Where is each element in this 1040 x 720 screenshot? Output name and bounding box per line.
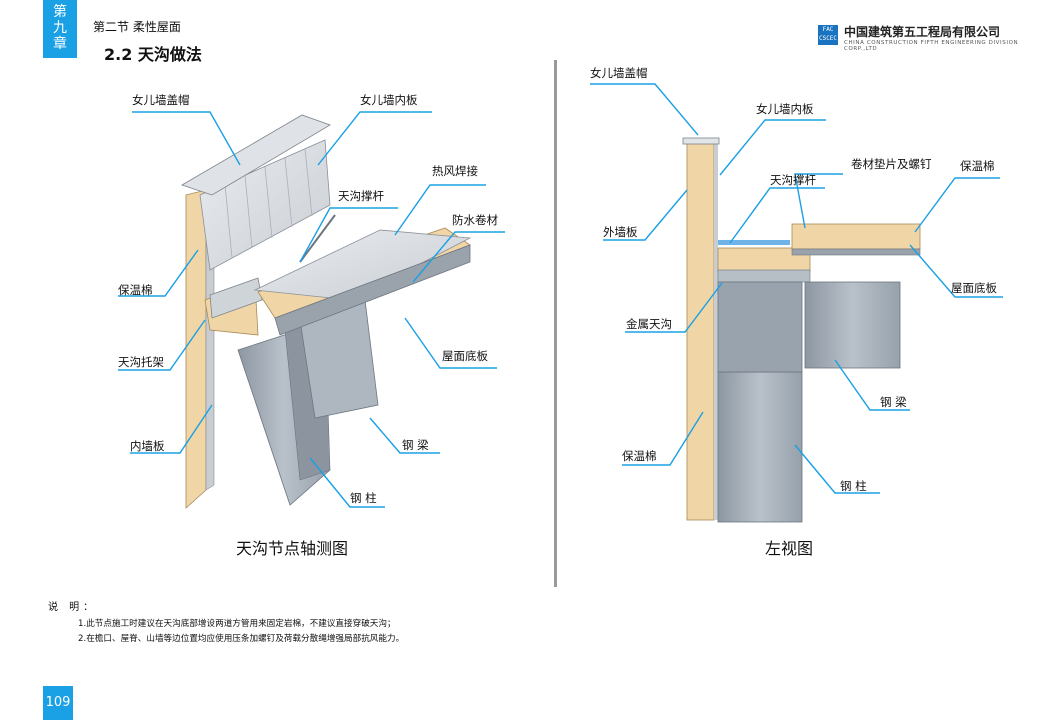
label-steel-column: 钢 柱 — [840, 479, 867, 493]
label-waterproof-membrane: 防水卷材 — [452, 213, 498, 227]
section-title: 第二节 柔性屋面 — [93, 20, 181, 34]
wall-insulation — [185, 189, 207, 509]
label-insulation: 保温棉 — [118, 283, 153, 297]
note-item: 2.在檐口、屋脊、山墙等边位置均应使用压条加螺钉及荷载分散绳增强局部抗风能力。 — [78, 634, 405, 644]
parapet-inner-panel — [199, 139, 331, 271]
label-steel-column: 钢 柱 — [350, 491, 377, 505]
label-hot-air-weld: 热风焊接 — [432, 164, 478, 178]
roof-deck — [791, 248, 921, 256]
right-figure-caption: 左视图 — [765, 539, 814, 558]
label-gutter-bracket: 天沟托架 — [118, 355, 164, 369]
axonometric-drawing — [181, 114, 472, 509]
label-roof-deck: 屋面底板 — [442, 349, 488, 363]
right-leaders — [590, 83, 1003, 494]
label-insulation-bottom: 保温棉 — [622, 449, 657, 463]
company-logo: FAC CSCEC — [818, 25, 838, 45]
parapet-cap — [181, 114, 331, 196]
label-steel-beam: 钢 梁 — [402, 438, 429, 452]
label-parapet-inner-panel: 女儿墙内板 — [360, 93, 418, 107]
steel-beam — [804, 281, 901, 369]
label-parapet-cap: 女儿墙盖帽 — [590, 66, 648, 80]
left-leaders — [118, 111, 505, 508]
steel-column — [717, 371, 803, 523]
label-roof-deck: 屋面底板 — [951, 281, 997, 295]
side-view-drawing — [682, 137, 921, 523]
roof-deck — [274, 244, 471, 336]
label-steel-beam: 钢 梁 — [880, 395, 907, 409]
label-gutter-strut: 天沟撑杆 — [338, 189, 384, 203]
label-parapet-cap: 女儿墙盖帽 — [132, 93, 190, 107]
subsection-title: 2.2 天沟做法 — [104, 45, 202, 64]
label-outer-wall-panel: 外墙板 — [603, 225, 638, 239]
gutter-strut — [718, 240, 790, 245]
roof-membrane — [253, 229, 472, 301]
company-name-en: CHINA CONSTRUCTION FIFTH ENGINEERING DIV… — [844, 40, 1019, 52]
vertical-divider — [554, 60, 557, 587]
gutter-strut — [299, 214, 336, 263]
chapter-char: 第 — [53, 4, 67, 20]
label-membrane-washer-screw: 卷材垫片及螺钉 — [851, 157, 932, 171]
chapter-tab: 第 九 章 — [43, 0, 77, 58]
note-item: 1.此节点施工时建议在天沟底部增设两道方管用来固定岩棉，不建议直接穿破天沟； — [78, 619, 396, 629]
company-name-cn: 中国建筑第五工程局有限公司 — [844, 25, 1001, 39]
metal-gutter — [209, 277, 263, 319]
label-gutter-strut: 天沟撑杆 — [770, 173, 816, 187]
chapter-char: 九 — [53, 20, 67, 36]
label-parapet-inner-panel: 女儿墙内板 — [756, 102, 814, 116]
left-figure-caption: 天沟节点轴测图 — [236, 539, 349, 558]
label-metal-gutter: 金属天沟 — [626, 317, 672, 331]
parapet-cap — [682, 137, 720, 145]
label-insulation-top: 保温棉 — [960, 159, 995, 173]
chapter-char: 章 — [53, 36, 67, 52]
wall-insulation — [686, 139, 715, 521]
notes-title: 说 明： — [48, 602, 98, 613]
label-inner-wall-panel: 内墙板 — [130, 439, 165, 453]
roof-insulation — [791, 223, 921, 250]
page-number: 109 — [43, 686, 73, 720]
